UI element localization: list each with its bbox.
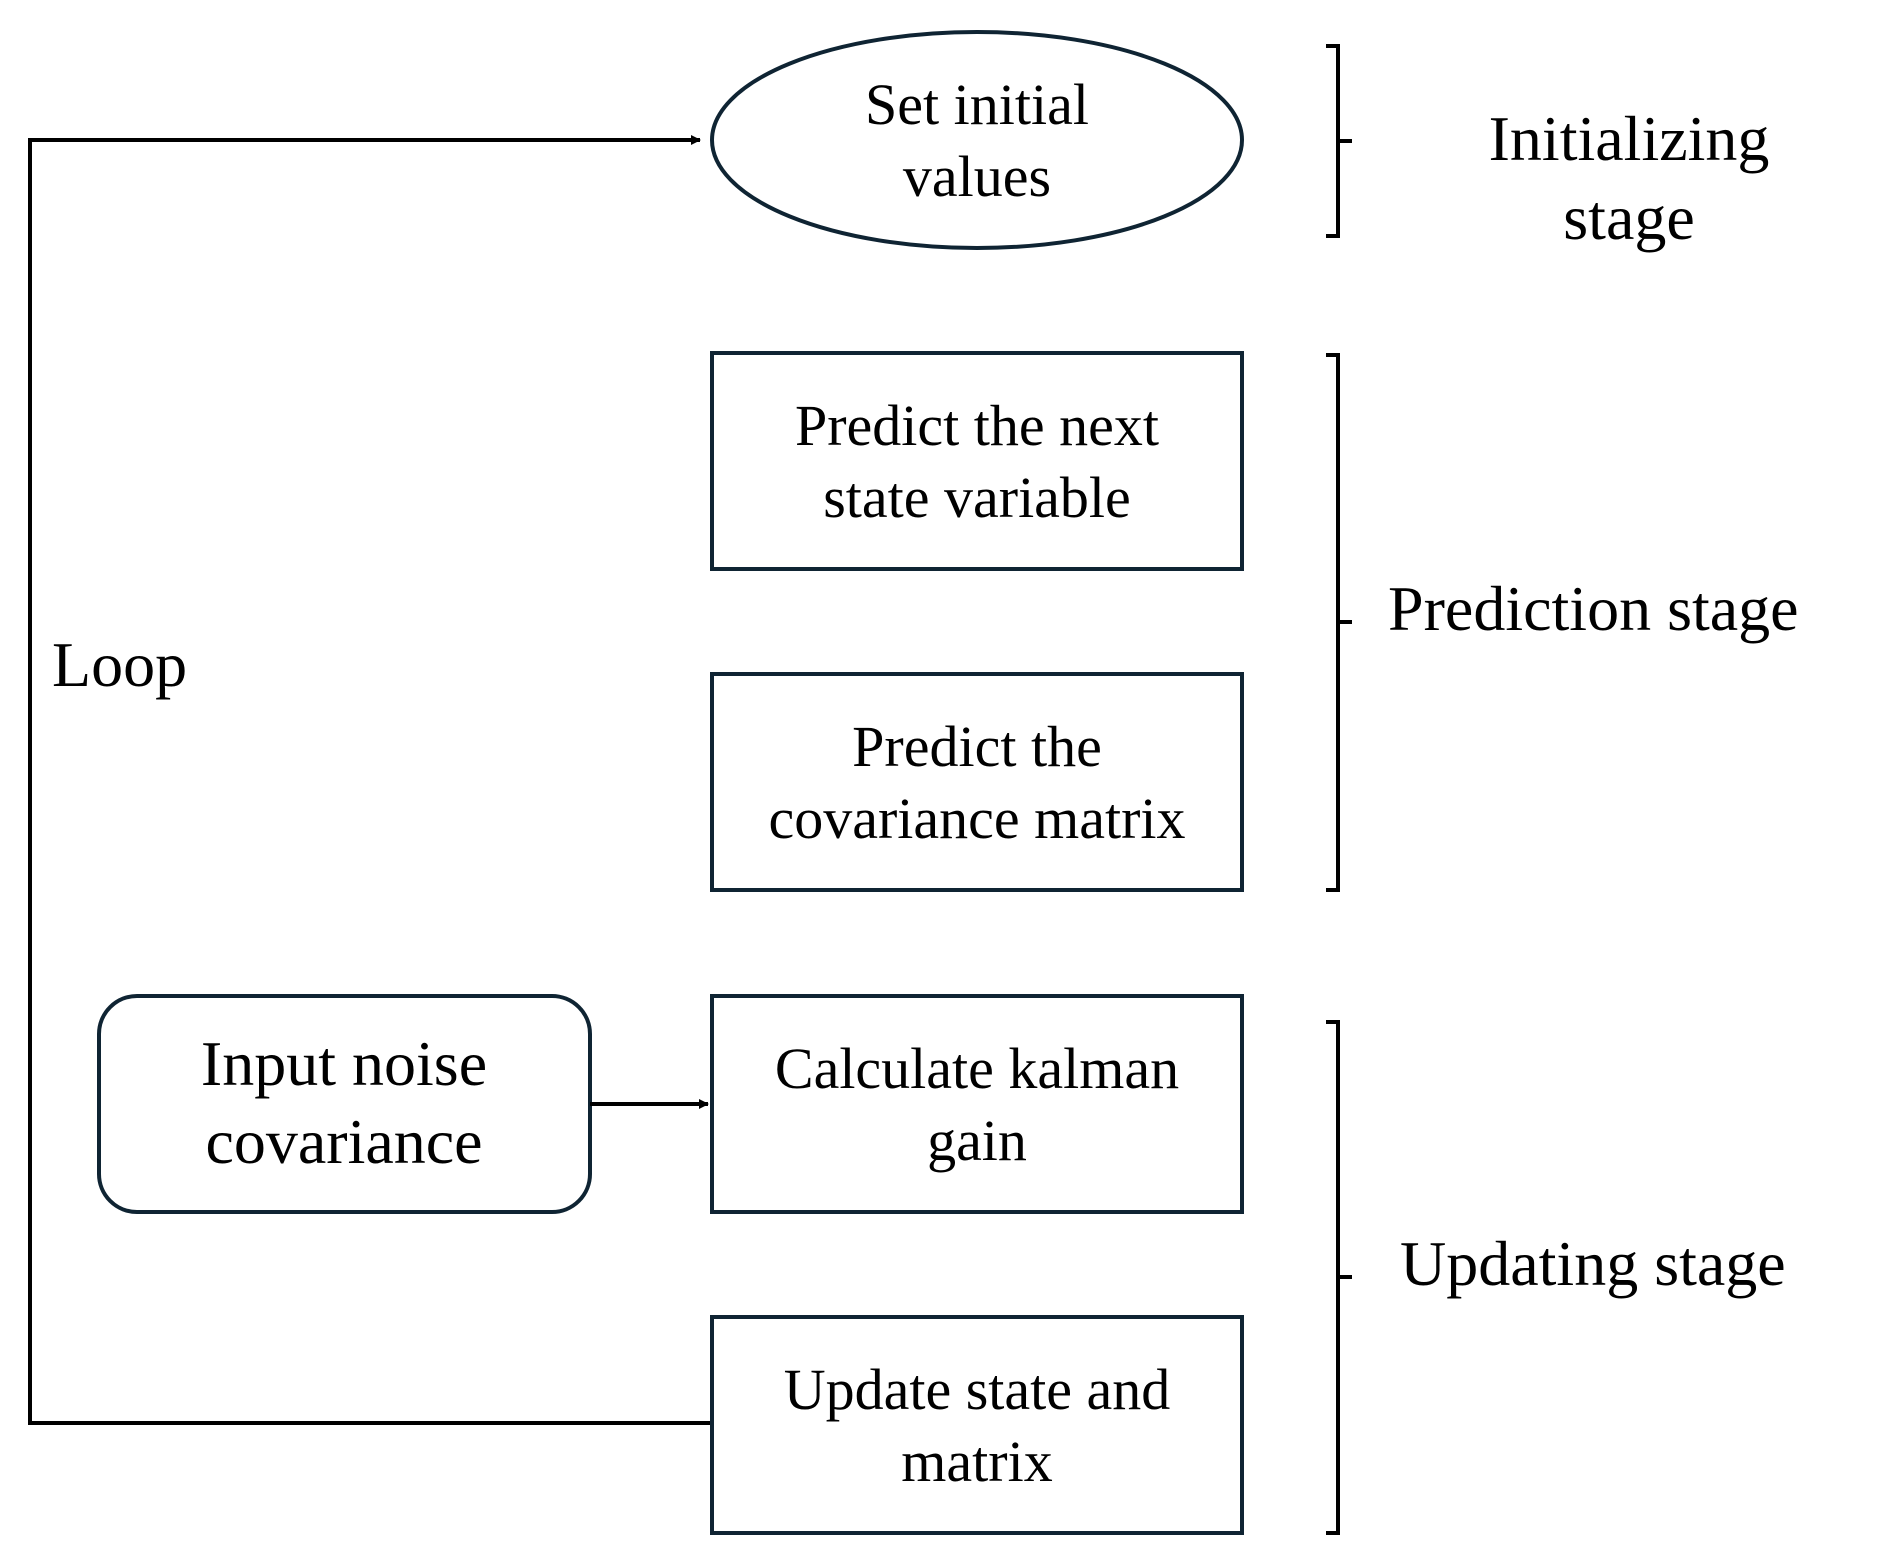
predict-cov-box — [710, 672, 1244, 892]
predict-state-label-line1: Predict the next — [795, 393, 1159, 458]
updating-stage-label: Updating stage — [1400, 1228, 1786, 1299]
prediction-bracket — [1326, 353, 1352, 892]
predict-cov-label-line1: Predict the — [852, 714, 1102, 779]
init-node: Set initial values — [710, 30, 1244, 250]
updating-bracket — [1326, 1020, 1352, 1535]
init-ellipse — [710, 30, 1244, 250]
kalman-gain-box — [710, 994, 1244, 1214]
update-node: Update state and matrix — [710, 1315, 1244, 1535]
loop-label: Loop — [52, 629, 187, 700]
predict-state-box — [710, 351, 1244, 571]
kalman-gain-label-line1: Calculate kalman — [775, 1036, 1179, 1101]
update-box — [710, 1315, 1244, 1535]
noise-label-line2: covariance — [205, 1106, 482, 1177]
noise-node: Input noise covariance — [97, 994, 592, 1214]
init-label-line2: values — [903, 144, 1051, 209]
predict-state-node: Predict the next state variable — [710, 351, 1244, 571]
noise-label-line1: Input noise — [201, 1028, 487, 1099]
prediction-stage-label: Prediction stage — [1388, 573, 1799, 644]
predict-cov-label-line2: covariance matrix — [768, 786, 1185, 851]
initializing-stage-label-line1: Initializing — [1489, 103, 1770, 174]
predict-cov-node: Predict the covariance matrix — [710, 672, 1244, 892]
initializing-bracket — [1326, 44, 1352, 238]
update-label-line2: matrix — [901, 1429, 1052, 1494]
init-label-line1: Set initial — [865, 72, 1089, 137]
loop-connector — [28, 135, 716, 1425]
kalman-gain-node: Calculate kalman gain — [710, 994, 1244, 1214]
initializing-stage-label-line2: stage — [1563, 182, 1695, 253]
update-label-line1: Update state and — [784, 1357, 1171, 1422]
kalman-gain-label-line2: gain — [927, 1108, 1027, 1173]
predict-state-label-line2: state variable — [823, 465, 1131, 530]
